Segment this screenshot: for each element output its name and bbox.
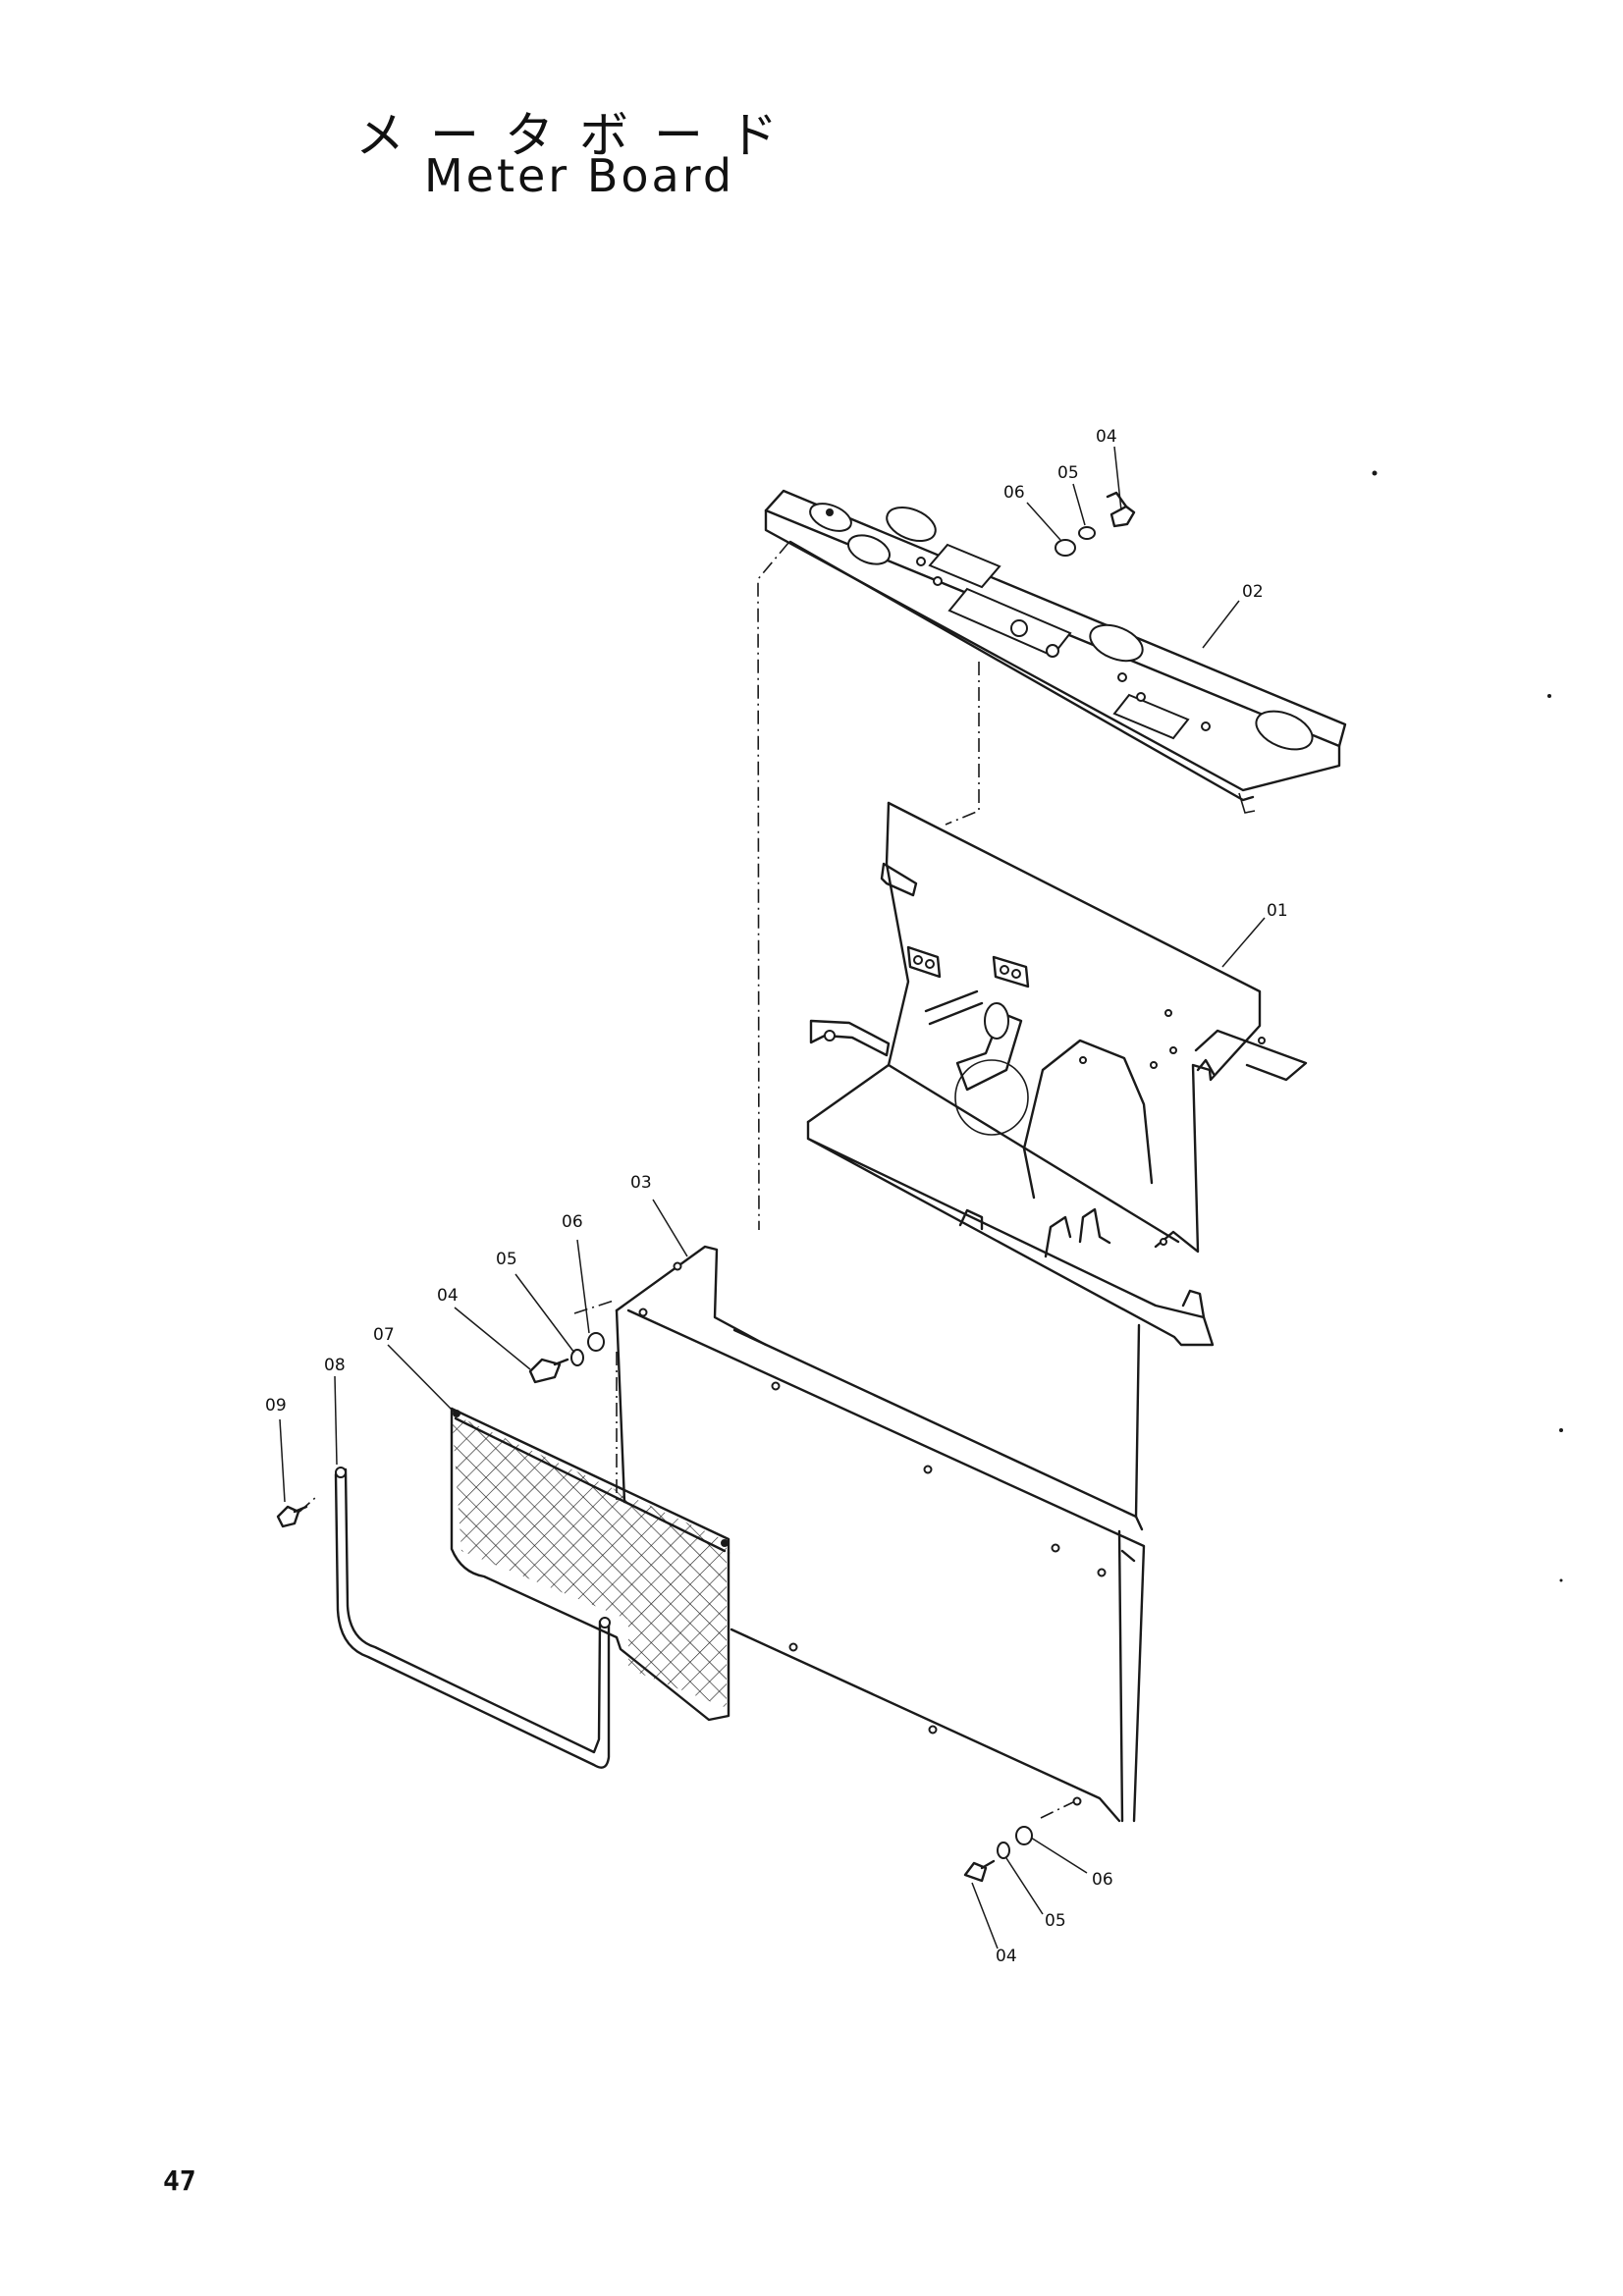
label-06-top: 06 <box>1003 483 1025 503</box>
title-english: Meter Board <box>423 149 735 202</box>
label-08: 08 <box>324 1356 346 1375</box>
page-number: 47 <box>163 2164 196 2197</box>
part-08-u-rod <box>334 1467 611 1769</box>
scan-specks <box>1372 470 1563 1582</box>
label-03: 03 <box>630 1173 652 1193</box>
label-06-left: 06 <box>562 1212 583 1232</box>
part-number-labels: 04 05 06 02 01 03 06 05 04 07 08 09 06 0… <box>265 427 1288 1966</box>
callout-leaders <box>279 446 1266 1949</box>
label-01: 01 <box>1267 901 1288 921</box>
title-japanese: メータボード <box>355 107 803 164</box>
label-09: 09 <box>265 1396 287 1415</box>
fastener-group-bottom <box>963 1826 1033 1883</box>
label-05-bottom: 05 <box>1045 1911 1066 1931</box>
label-05-top: 05 <box>1057 463 1079 483</box>
label-04-top: 04 <box>1096 427 1117 447</box>
part-07-mesh-net <box>450 1407 730 1722</box>
label-07: 07 <box>373 1325 395 1345</box>
label-02: 02 <box>1242 582 1264 602</box>
part-01-mounting-bracket <box>806 801 1308 1347</box>
fastener-group-left <box>528 1332 605 1384</box>
part-03-main-board <box>615 1245 1146 1823</box>
label-04-bottom: 04 <box>996 1947 1017 1966</box>
label-04-left: 04 <box>437 1286 459 1306</box>
part-02-instrument-panel <box>764 489 1347 814</box>
label-06-bottom: 06 <box>1092 1870 1113 1890</box>
fastener-group-top <box>1055 491 1136 557</box>
part-09-screw <box>276 1505 308 1528</box>
label-05-left: 05 <box>496 1250 517 1269</box>
